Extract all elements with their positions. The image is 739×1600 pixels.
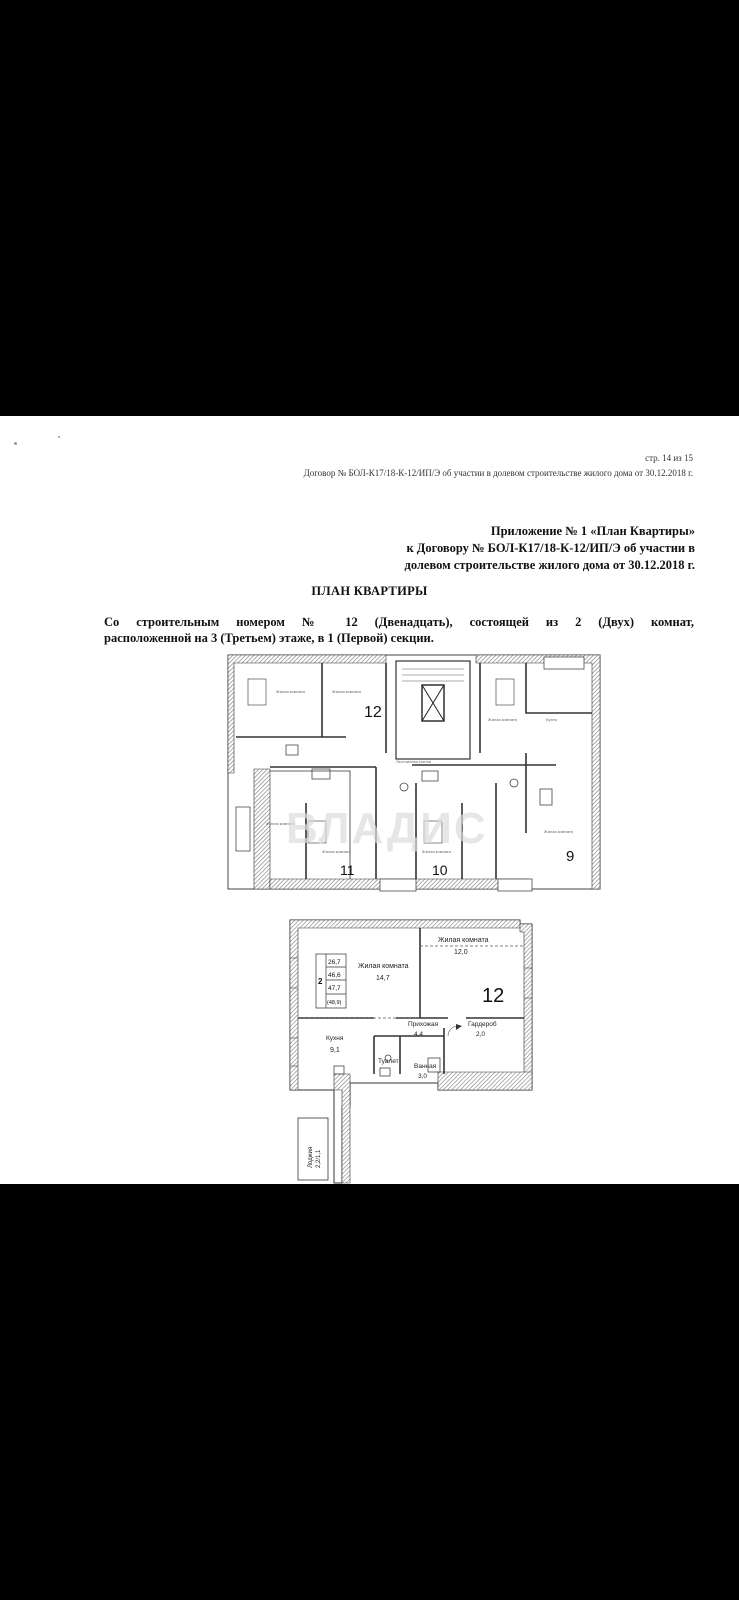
room-area: 12,0 [454,949,468,956]
room-name: Гардероб [468,1020,497,1028]
svg-text:Жилая комната: Жилая комната [422,849,452,854]
room-labels: Жилая комната Жилая комната Жилая комнат… [266,689,574,854]
document-page: стр. 14 из 15 Договор № БОЛ-К17/18-К-12/… [0,416,739,1184]
loggia [379,878,417,892]
wall-segment [289,919,521,1091]
room-name: Ванная [414,1063,437,1070]
wall-segment [227,654,387,774]
scan-speck [14,442,17,445]
page-number: стр. 14 из 15 [645,453,693,463]
svg-text:Кухня: Кухня [546,717,557,722]
appendix-block: Приложение № 1 «План Квартиры» к Договор… [405,523,695,574]
room-name: Кухня [326,1035,344,1042]
apartment-number: 12 [364,704,382,721]
svg-text:Лестничная клетка: Лестничная клетка [396,759,432,764]
svg-text:Жилая комната: Жилая комната [276,689,306,694]
elevator-shaft [421,684,445,722]
wall-segment [437,1071,533,1091]
watermark: ВЛАДИС [286,804,488,853]
wall-segment [519,923,533,1091]
area-value: 47,7 [328,985,341,992]
apartment-number: 9 [566,848,574,865]
interior-walls [298,928,524,1074]
description-line: Со строительным номером № 12 (Двенадцать… [104,615,694,629]
elevator-cross [421,684,445,722]
stair-steps [402,668,464,682]
area-value: (48,9) [327,1000,342,1006]
area-value: 26,7 [328,959,341,966]
svg-text:Жилая комната: Жилая комната [544,829,574,834]
wall-segment [333,1073,351,1184]
room-area-tags [247,678,515,844]
svg-text:Жилая комната: Жилая комната [322,849,352,854]
interior-walls [236,663,592,879]
apartment-number: 10 [432,862,448,878]
room-name: Прихожая [408,1021,439,1028]
room-area: 4,4 [414,1031,423,1038]
loggia [543,656,585,670]
loggia [235,806,251,852]
floor-plan-drawing: Жилая комната Жилая комната Жилая комнат… [227,654,601,892]
room-name: Жилая комната [358,963,409,970]
wall-segment [253,768,271,890]
wall-segment [475,654,601,890]
apartment-number: 12 [482,985,504,1007]
windows [290,957,532,1067]
apartment-number: 11 [340,862,355,878]
scan-speck [58,436,60,438]
room-name: Туалет [378,1058,399,1065]
dashed-zone-lines [298,945,524,1019]
svg-text:Жилая комната: Жилая комната [332,689,362,694]
room-area: 2,0 [476,1031,485,1038]
appendix-line: Приложение № 1 «План Квартиры» [490,524,695,538]
room-name: Жилая комната [438,937,489,944]
stairwell [395,660,471,760]
svg-text:Жилая комната: Жилая комната [488,717,518,722]
contract-header: Договор № БОЛ-К17/18-К-12/ИП/Э об участи… [303,468,693,478]
loggia-label: Лоджия [308,1147,314,1168]
room-area: 14,7 [376,975,390,982]
apartment-description: Со строительным номером № 12 (Двенадцать… [104,614,694,646]
entrance-arrow [456,1024,462,1030]
area-value: 46,6 [328,972,341,979]
loggia [497,878,533,892]
loggia-area: 2,2/1,1 [316,1149,322,1168]
svg-text:Жилая комната: Жилая комната [266,821,296,826]
plumbing-fixtures [333,1054,441,1077]
description-line: расположенной на 3 (Третьем) этаже, в 1 … [104,631,434,645]
appendix-line: долевом строительстве жилого дома от 30.… [404,558,695,572]
room-labels: Жилая комната 14,7 Жилая комната 12,0 Ку… [326,937,497,1080]
plumbing-fixtures [285,744,553,806]
area-summary-table: 2 26,7 46,6 47,7 (48,9) [315,953,347,1009]
loggia [297,1117,329,1181]
rooms-count: 2 [318,977,323,986]
room-area: 9,1 [330,1047,340,1054]
apartment-plan-drawing: 2 26,7 46,6 47,7 (48,9) Жилая комната 14… [289,919,533,1184]
plan-title: ПЛАН КВАРТИРЫ [311,584,428,598]
appendix-line: к Договору № БОЛ-К17/18-К-12/ИП/Э об уча… [406,541,695,555]
room-area: 3,0 [418,1073,427,1080]
